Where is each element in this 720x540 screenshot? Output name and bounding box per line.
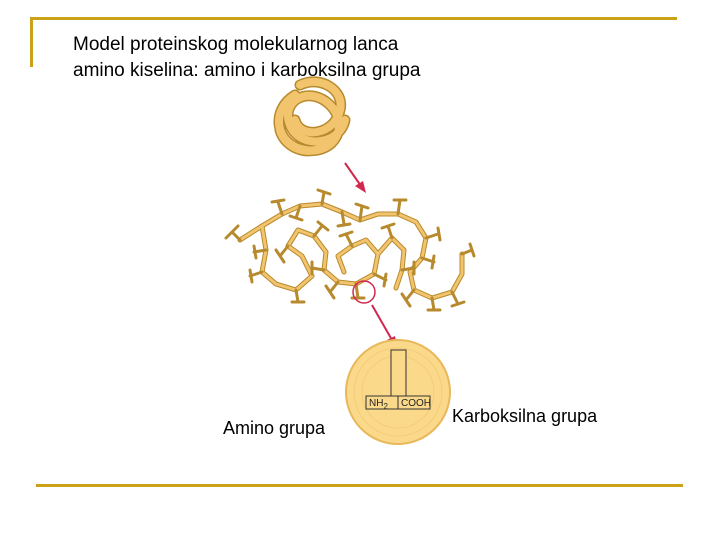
frame-top-border [30,17,677,20]
frame-left-border [30,17,33,67]
arrow-to-chain [344,162,366,193]
amino-group-label: Amino grupa [223,418,326,438]
title-line-2: amino kiselina: amino i karboksilna grup… [73,60,421,81]
slide-title: Model proteinskog molekularnog lanca ami… [73,32,420,84]
cooh-label: COOH [401,398,431,409]
folded-protein-knot [273,76,351,157]
highlight-circle [352,280,376,304]
zoomed-amino-acid [345,339,451,445]
amino-acid-chain [224,188,476,312]
side-chain-bar [390,349,407,397]
carboxyl-group-label: Karboksilna grupa [452,406,598,426]
nh2-label: NH2 [369,398,388,411]
frame-bottom-border [36,484,683,487]
title-line-1: Model proteinskog molekularnog lanca [73,34,399,55]
